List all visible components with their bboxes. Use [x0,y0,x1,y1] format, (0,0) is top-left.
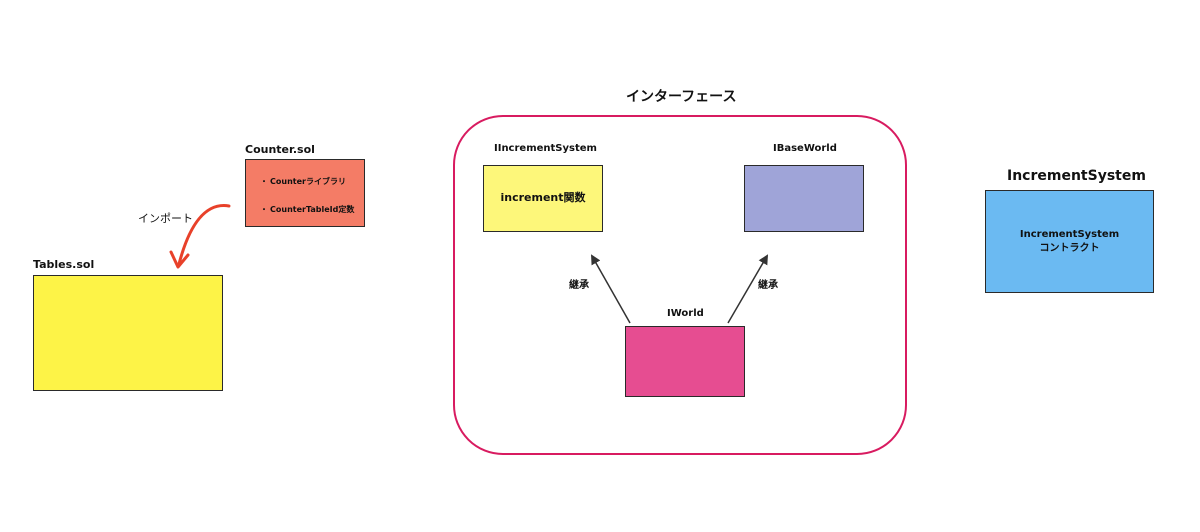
iworld-box[interactable] [625,326,745,397]
tables-file-title: Tables.sol [33,258,95,271]
interface-group-frame [453,115,907,455]
counter-file-box[interactable]: ・Counterライブラリ ・CounterTableId定数 [245,159,365,227]
counter-item-library: ・Counterライブラリ [260,177,346,186]
increment-system-box[interactable]: IncrementSystem コントラクト [985,190,1154,293]
increment-system-content-line2: コントラクト [1039,242,1100,254]
increment-system-title: IncrementSystem [1007,168,1146,184]
increment-system-content-line1: IncrementSystem [1019,229,1120,240]
iincrement-system-content: increment関数 [500,191,586,205]
iincrement-system-box[interactable]: increment関数 [483,165,603,232]
import-arrow-head [169,250,190,269]
import-label: インポート [138,212,193,225]
inherit-arrow-left [591,254,631,324]
counter-file-title: Counter.sol [245,143,315,156]
iincrement-system-title: IIncrementSystem [494,143,597,154]
ibase-world-title: IBaseWorld [773,143,837,154]
inherit-label-right: 継承 [758,280,778,291]
counter-item-tableid: ・CounterTableId定数 [260,205,355,214]
iworld-title: IWorld [667,308,704,319]
inherit-label-left: 継承 [569,280,589,291]
inherit-arrow-right [727,254,769,324]
tables-file-box[interactable] [33,275,223,391]
interface-group-title: インターフェース [626,89,737,105]
counter-file-contents: ・Counterライブラリ ・CounterTableId定数 [260,176,354,232]
import-arrow [177,204,231,266]
ibase-world-box[interactable] [744,165,864,232]
